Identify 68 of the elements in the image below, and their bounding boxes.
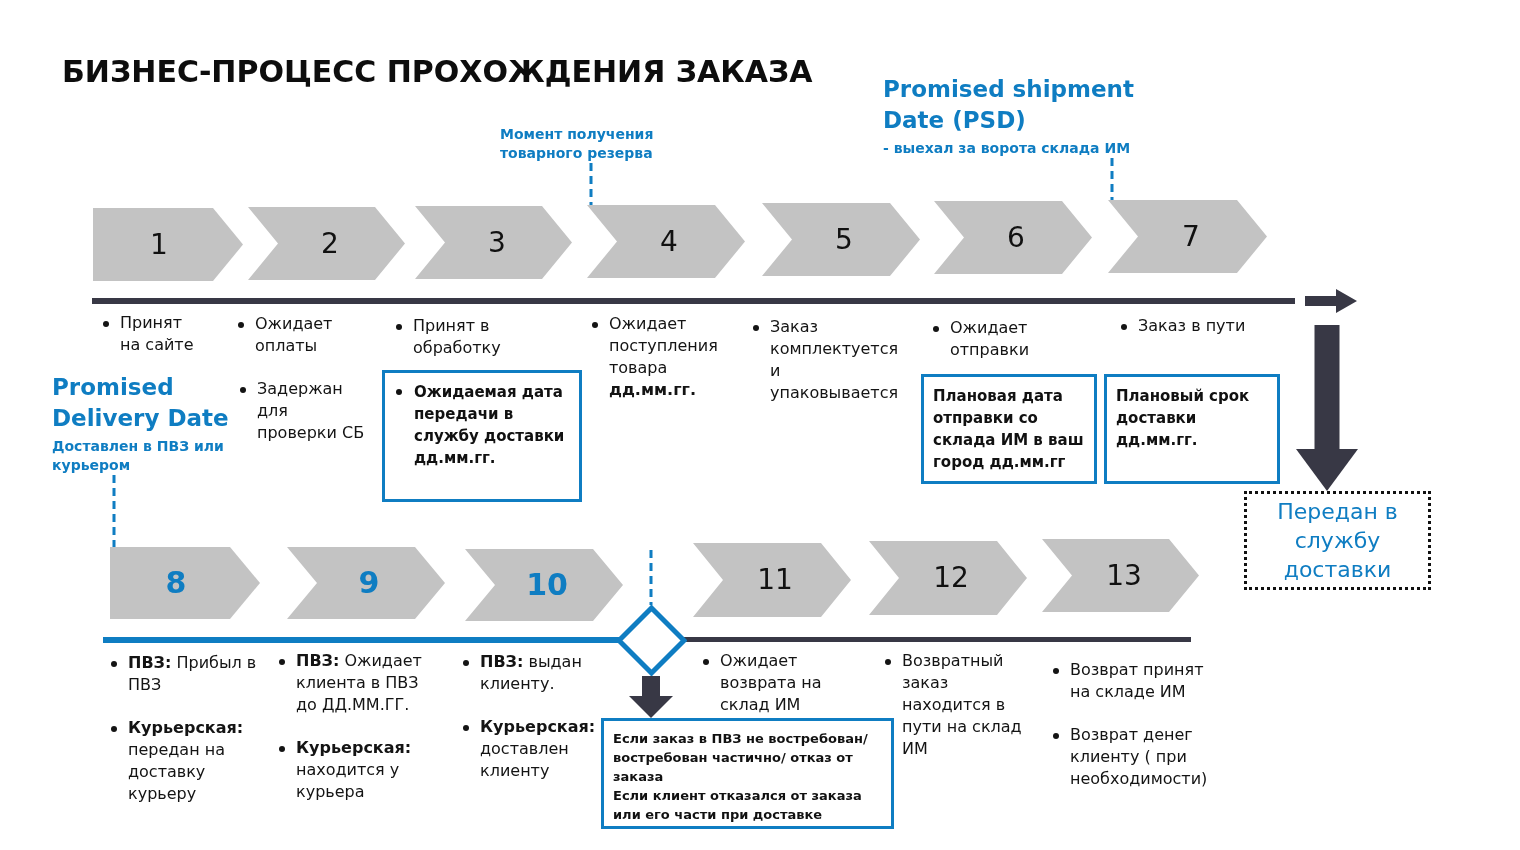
arrow [629, 676, 673, 718]
bullet-text: Возврат денег клиенту ( при необходимости) [1070, 724, 1209, 790]
bullet-text: Задержан для проверки СБ [257, 378, 366, 444]
decision-diamond [616, 605, 687, 676]
step-number: 8 [165, 565, 187, 601]
bullet-text: Принят в обработку [413, 315, 502, 359]
chevron-step [287, 547, 445, 619]
bullet-text: Курьерская: передан на доставку курьеру [128, 717, 245, 805]
box-text: Плановый срок доставки дд.мм.гг. [1116, 386, 1251, 451]
chevron-step [110, 547, 260, 619]
chevron-step [248, 207, 405, 280]
bullet-text: Возврат принят на складе ИМ [1070, 659, 1205, 703]
step-number: 10 [526, 567, 568, 603]
annotation-text: Доставлен в ПВЗ или курьером [52, 437, 225, 475]
chevron-step [1042, 539, 1199, 612]
info-box [382, 370, 582, 502]
bullet-text: Ожидает отправки [950, 317, 1031, 361]
chevron-step [465, 549, 623, 621]
step-number: 11 [757, 563, 793, 597]
step-number: 7 [1182, 220, 1200, 253]
leader-line [649, 550, 653, 605]
bullet-text: Заказ комплектуется и упаковывается [770, 316, 900, 404]
step-number: 3 [488, 226, 506, 259]
bullet-text: ПВЗ: Ожидает клиента в ПВЗ до ДД.ММ.ГГ. [296, 650, 423, 716]
info-box [1104, 374, 1280, 484]
leader-line [1110, 158, 1114, 200]
bullet-text: Ожидает возврата на склад ИМ [720, 650, 823, 716]
chevron-step [93, 208, 243, 281]
chevron-step [762, 203, 920, 276]
step-number: 1 [150, 228, 168, 261]
step-number: 2 [321, 227, 339, 260]
step-number: 5 [835, 223, 853, 256]
bullet-text: Ожидает поступления товара дд.мм.гг. [609, 313, 719, 401]
bullet-text: ПВЗ: Прибыл в ПВЗ [128, 652, 258, 696]
dotted-box [1244, 491, 1431, 590]
leader-line [589, 163, 593, 205]
step-number: 4 [660, 225, 678, 258]
bullet-text: Возвратный заказ находится в пути на склад ИМ [902, 650, 1023, 760]
annotation-heading: Promised Delivery Date [52, 373, 230, 433]
step-number: 12 [933, 561, 969, 595]
chevron-step [869, 541, 1027, 615]
bullet-text: ПВЗ: выдан клиенту. [480, 651, 583, 695]
info-box [921, 374, 1097, 484]
step-number: 6 [1007, 221, 1025, 254]
chevron-step [693, 543, 851, 617]
info-box [601, 718, 894, 829]
bullet-text: Курьерская: находится у курьера [296, 737, 413, 803]
bullet-text: Ожидает оплаты [255, 313, 334, 357]
box-text: Передан в службу доставки [1276, 498, 1399, 584]
step-number: 9 [358, 565, 380, 601]
chevron-step [587, 205, 745, 278]
annotation-heading: Promised shipment Date (PSD) [883, 75, 1135, 135]
box-text: Ожидаемая дата передачи в службу доставки дд.мм.гг. [414, 382, 566, 469]
bullet-text: Заказ в пути [1138, 315, 1247, 337]
box-text: Если заказ в ПВЗ не востребован/ востребован частично/ отказ от заказа [613, 730, 869, 786]
bullet-text: Курьерская: доставлен клиенту [480, 716, 597, 782]
box-text: Плановая дата отправки со склада ИМ в ваш город дд.мм.гг [933, 386, 1085, 473]
annotation-text: - выехал за ворота склада ИМ [883, 139, 1132, 158]
chevron-step [934, 201, 1092, 274]
step-number: 13 [1106, 559, 1142, 592]
chevron-step [1108, 200, 1267, 273]
chevron-step [415, 206, 572, 279]
leader-line [112, 475, 116, 547]
box-text: Если клиент отказался от заказа или его части при доставке [613, 787, 863, 824]
page-title: БИЗНЕС-ПРОЦЕСС ПРОХОЖДЕНИЯ ЗАКАЗА [62, 53, 813, 90]
bullet-text: Принят на сайте [120, 312, 195, 356]
annotation-text: Момент получения товарного резерва [500, 125, 682, 163]
arrow [1296, 325, 1358, 491]
